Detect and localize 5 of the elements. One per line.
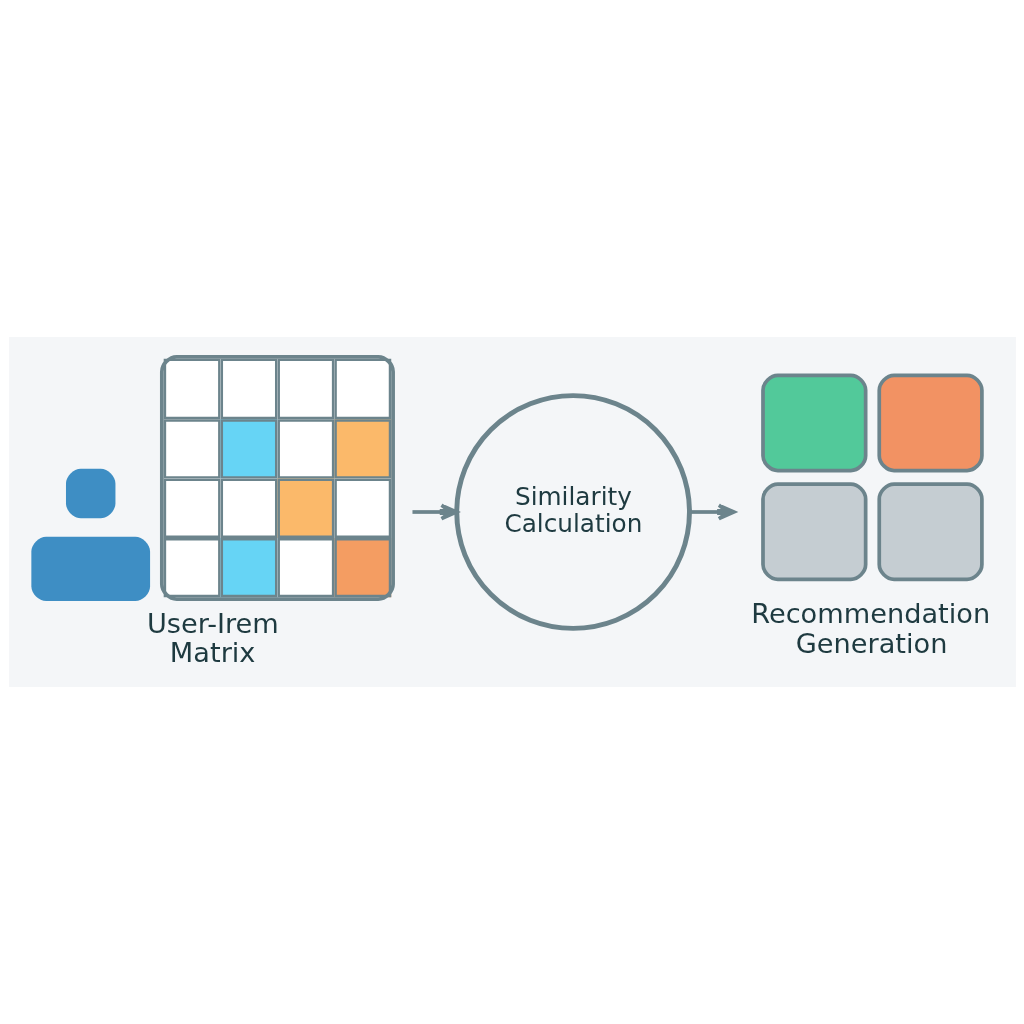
arrow — [689, 503, 736, 521]
node-circle: Similarity Calculation — [453, 393, 692, 631]
node-label: Recommendation Generation — [750, 597, 990, 659]
node-label: User-Irem Matrix — [146, 607, 279, 669]
arrow — [411, 503, 458, 521]
